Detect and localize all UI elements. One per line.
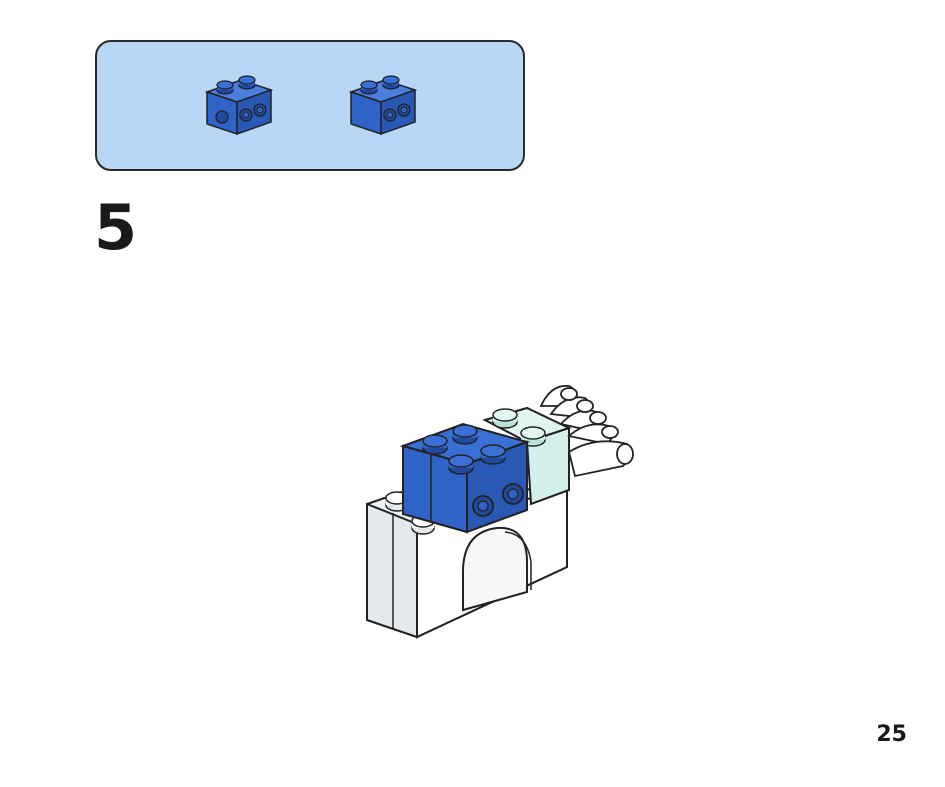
page-number: 25 — [876, 722, 907, 747]
blue-bricks-placed — [399, 422, 531, 534]
parts-callout — [95, 40, 525, 171]
blue-brick-part-icon — [348, 75, 418, 136]
blue-brick-part-icon — [204, 75, 274, 136]
step-number: 5 — [94, 191, 138, 264]
white-wing-piece — [539, 384, 634, 478]
assembled-model-illustration — [366, 384, 634, 639]
